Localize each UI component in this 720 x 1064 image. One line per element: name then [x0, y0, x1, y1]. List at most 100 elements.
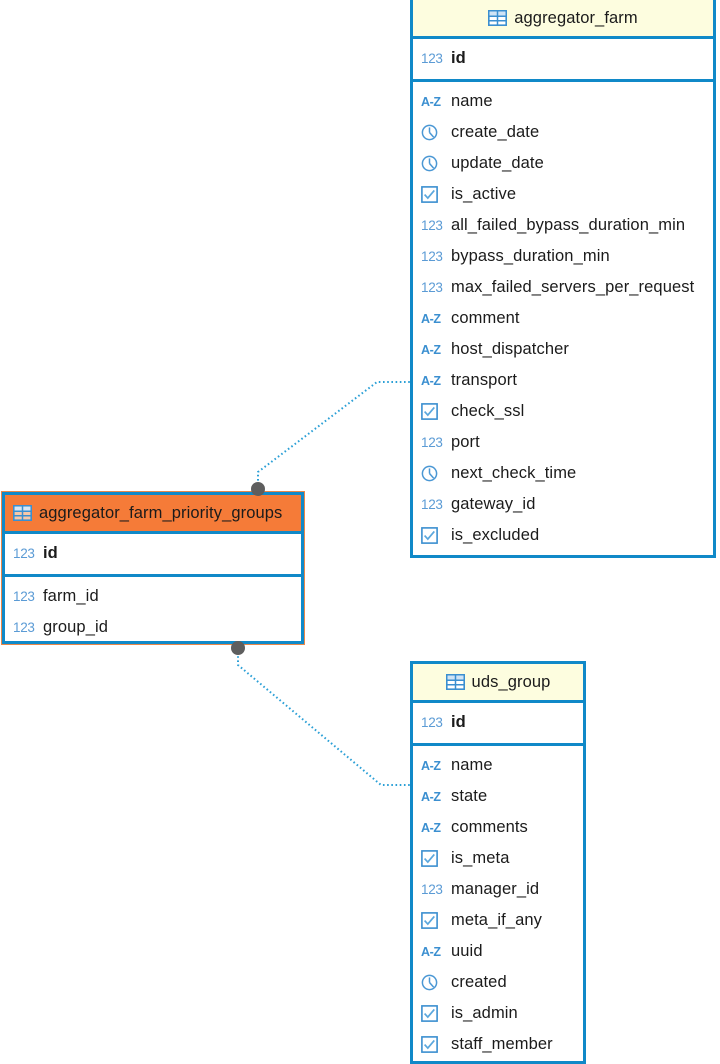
string-type-icon: A-Z: [421, 789, 441, 804]
column-name: meta_if_any: [451, 911, 542, 929]
column-name: create_date: [451, 123, 540, 141]
column-name: name: [451, 92, 493, 110]
column-name: id: [451, 49, 466, 67]
string-type-icon: A-Z: [421, 373, 441, 388]
column-row[interactable]: 123 id: [413, 707, 583, 738]
columns-section: A-Z name A-Z state A-Z comments is_meta: [413, 746, 583, 1061]
column-row[interactable]: A-Z name: [413, 750, 583, 781]
column-name: id: [43, 544, 58, 562]
number-type-icon: 123: [421, 280, 443, 295]
column-row[interactable]: next_check_time: [413, 458, 713, 489]
primary-key-section: 123 id: [413, 703, 583, 746]
column-row[interactable]: is_active: [413, 179, 713, 210]
column-name: is_meta: [451, 849, 510, 867]
column-name: comments: [451, 818, 528, 836]
column-row[interactable]: staff_member: [413, 1029, 583, 1060]
string-type-icon: A-Z: [421, 311, 441, 326]
column-name: uuid: [451, 942, 483, 960]
number-type-icon: 123: [13, 546, 35, 561]
column-row[interactable]: A-Z comment: [413, 303, 713, 334]
column-name: id: [451, 713, 466, 731]
number-type-icon: 123: [421, 497, 443, 512]
relationship-endpoint-group[interactable]: [231, 641, 245, 655]
entity-title: uds_group: [471, 672, 551, 691]
column-row[interactable]: check_ssl: [413, 396, 713, 427]
column-name: max_failed_servers_per_request: [451, 278, 695, 296]
column-row[interactable]: is_admin: [413, 998, 583, 1029]
column-row[interactable]: A-Z state: [413, 781, 583, 812]
clock-icon: [421, 124, 443, 142]
column-row[interactable]: 123 farm_id: [5, 581, 301, 612]
column-row[interactable]: A-Z uuid: [413, 936, 583, 967]
column-name: next_check_time: [451, 464, 577, 482]
column-row[interactable]: 123 bypass_duration_min: [413, 241, 713, 272]
table-icon: [445, 674, 465, 690]
column-row[interactable]: 123 id: [5, 538, 301, 569]
column-name: port: [451, 433, 480, 451]
entity-aggregator-farm-priority-groups[interactable]: aggregator_farm_priority_groups 123 id 1…: [1, 491, 305, 645]
entity-header-aggregator-farm-priority-groups[interactable]: aggregator_farm_priority_groups: [5, 495, 301, 534]
entity-header-aggregator-farm[interactable]: aggregator_farm: [413, 0, 713, 39]
clock-icon: [421, 974, 443, 992]
string-type-icon: A-Z: [421, 758, 441, 773]
column-name: transport: [451, 371, 518, 389]
number-type-icon: 123: [421, 715, 443, 730]
table-icon: [13, 505, 32, 521]
checkbox-icon: [421, 1005, 443, 1023]
entity-header-uds-group[interactable]: uds_group: [413, 664, 583, 703]
column-name: gateway_id: [451, 495, 536, 513]
relationship-line-aggregator-farm[interactable]: [257, 381, 410, 489]
string-type-icon: A-Z: [421, 342, 441, 357]
string-type-icon: A-Z: [421, 94, 441, 109]
column-row[interactable]: 123 gateway_id: [413, 489, 713, 520]
relationship-endpoint-farm[interactable]: [251, 482, 265, 496]
number-type-icon: 123: [13, 589, 35, 604]
column-name: group_id: [43, 618, 109, 636]
columns-section: A-Z name create_date: [413, 82, 713, 555]
column-row[interactable]: A-Z host_dispatcher: [413, 334, 713, 365]
column-name: created: [451, 973, 507, 991]
number-type-icon: 123: [421, 218, 443, 233]
column-row[interactable]: created: [413, 967, 583, 998]
column-row[interactable]: A-Z transport: [413, 365, 713, 396]
column-name: is_admin: [451, 1004, 518, 1022]
column-name: all_failed_bypass_duration_min: [451, 216, 686, 234]
entity-uds-group[interactable]: uds_group 123 id A-Z name A-Z state A-Z …: [410, 661, 586, 1064]
number-type-icon: 123: [421, 249, 443, 264]
string-type-icon: A-Z: [421, 820, 441, 835]
column-row[interactable]: is_excluded: [413, 520, 713, 551]
column-row[interactable]: is_meta: [413, 843, 583, 874]
checkbox-icon: [421, 527, 443, 545]
column-row[interactable]: 123 group_id: [5, 612, 301, 641]
entity-aggregator-farm[interactable]: aggregator_farm 123 id A-Z name: [410, 0, 716, 558]
column-row[interactable]: 123 id: [413, 43, 713, 74]
column-row[interactable]: update_date: [413, 148, 713, 179]
column-name: check_ssl: [451, 402, 525, 420]
checkbox-icon: [421, 403, 443, 421]
column-name: bypass_duration_min: [451, 247, 610, 265]
checkbox-icon: [421, 850, 443, 868]
column-name: staff_member: [451, 1035, 553, 1053]
primary-key-section: 123 id: [413, 39, 713, 82]
column-row[interactable]: 123 max_failed_servers_per_request: [413, 272, 713, 303]
relationship-line-uds-group[interactable]: [237, 652, 410, 786]
clock-icon: [421, 465, 443, 483]
checkbox-icon: [421, 1036, 443, 1054]
column-row[interactable]: 123 all_failed_bypass_duration_min: [413, 210, 713, 241]
column-row[interactable]: 123 port: [413, 427, 713, 458]
string-type-icon: A-Z: [421, 944, 441, 959]
number-type-icon: 123: [13, 620, 35, 635]
column-row[interactable]: meta_if_any: [413, 905, 583, 936]
number-type-icon: 123: [421, 435, 443, 450]
column-row[interactable]: A-Z name: [413, 86, 713, 117]
column-name: comment: [451, 309, 520, 327]
columns-section: 123 farm_id 123 group_id: [5, 577, 301, 641]
checkbox-icon: [421, 912, 443, 930]
column-row[interactable]: 123 manager_id: [413, 874, 583, 905]
column-name: name: [451, 756, 493, 774]
column-row[interactable]: A-Z comments: [413, 812, 583, 843]
table-icon: [488, 10, 508, 26]
column-row[interactable]: create_date: [413, 117, 713, 148]
